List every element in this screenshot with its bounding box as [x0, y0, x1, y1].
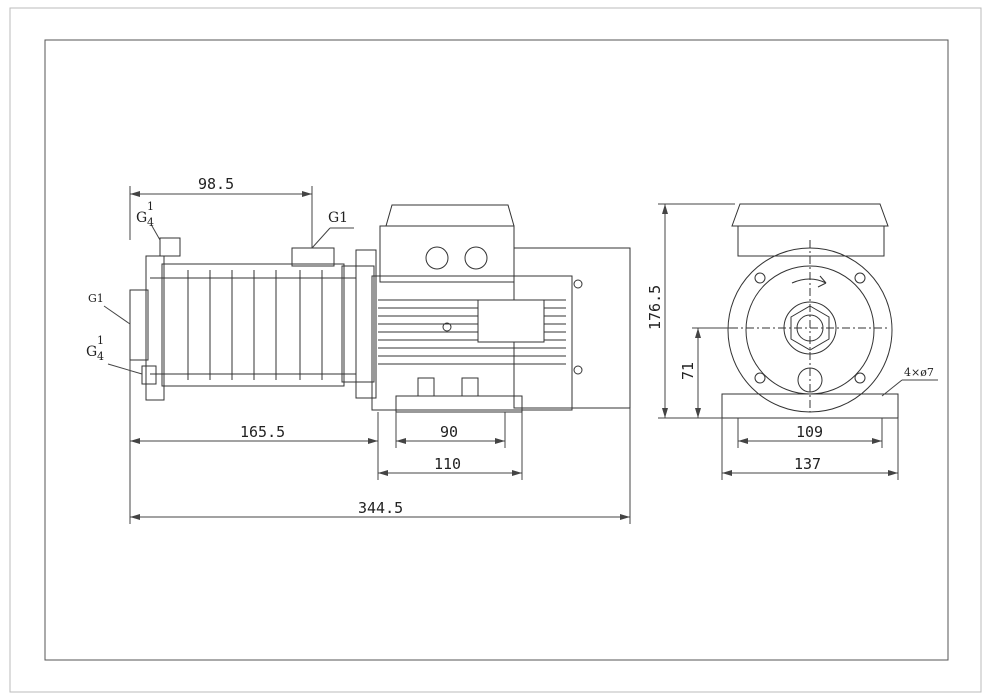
- front-terminal-box: [731, 203, 889, 227]
- svg-text:4: 4: [97, 350, 104, 363]
- dim-344-5: 344.5: [358, 499, 403, 517]
- front-bolt-1: [754, 272, 766, 284]
- front-outlet-hex: [790, 305, 830, 351]
- svg-text:4: 4: [147, 216, 154, 229]
- label-side-port: G1: [88, 292, 104, 305]
- cable-gland-2: [464, 246, 488, 270]
- dimension-lines: [103, 186, 938, 524]
- dim-110: 110: [434, 455, 461, 473]
- label-vent-top: G 1 4: [136, 200, 154, 229]
- cable-gland-1: [425, 246, 449, 270]
- front-foot: [721, 393, 899, 419]
- terminal-box: [379, 225, 515, 283]
- dim-137: 137: [794, 455, 821, 473]
- svg-text:G: G: [86, 344, 97, 360]
- front-bolt-3: [754, 372, 766, 384]
- inner-frame: [44, 39, 949, 661]
- vent-plug-bottom: [141, 365, 157, 385]
- front-bolt-4: [854, 372, 866, 384]
- terminal-box-lid: [385, 204, 515, 227]
- dim-98-5: 98.5: [198, 175, 234, 193]
- dim-165-5: 165.5: [240, 423, 285, 441]
- dim-90: 90: [440, 423, 458, 441]
- inlet-head: [145, 255, 165, 401]
- svg-text:G: G: [136, 210, 147, 226]
- nameplate-screw: [442, 322, 452, 332]
- dim-109: 109: [796, 423, 823, 441]
- arrowheads: [130, 191, 898, 520]
- foot-pad-1: [417, 377, 435, 397]
- coupling-flange: [341, 265, 375, 383]
- motor-body: [371, 275, 573, 411]
- adapter-ring: [355, 249, 377, 399]
- front-view: [721, 203, 899, 419]
- rotation-arrow: [791, 275, 827, 288]
- dim-71: 71: [679, 362, 697, 380]
- outlet-nozzle: [291, 247, 335, 267]
- motor-foot: [395, 395, 523, 413]
- inlet-pipe: [129, 289, 149, 361]
- end-cap-bolt-1: [573, 279, 583, 289]
- front-terminal-base: [737, 225, 885, 257]
- dim-176-5: 176.5: [646, 285, 664, 330]
- side-view: [129, 204, 631, 413]
- svg-text:1: 1: [147, 200, 154, 213]
- nameplate: [477, 299, 545, 343]
- svg-text:1: 1: [97, 334, 104, 347]
- vent-plug-top: [159, 237, 181, 257]
- pump-stack: [161, 263, 345, 387]
- label-top-port: G1: [328, 210, 348, 226]
- foot-pad-2: [461, 377, 479, 397]
- front-bolt-2: [854, 272, 866, 284]
- label-vent-bottom: G 1 4: [86, 334, 104, 363]
- outer-border: [9, 7, 982, 693]
- pump-stage-lines: [187, 270, 323, 380]
- dim-mounting-holes: 4×ø7: [904, 366, 934, 379]
- end-cap-bolt-2: [573, 365, 583, 375]
